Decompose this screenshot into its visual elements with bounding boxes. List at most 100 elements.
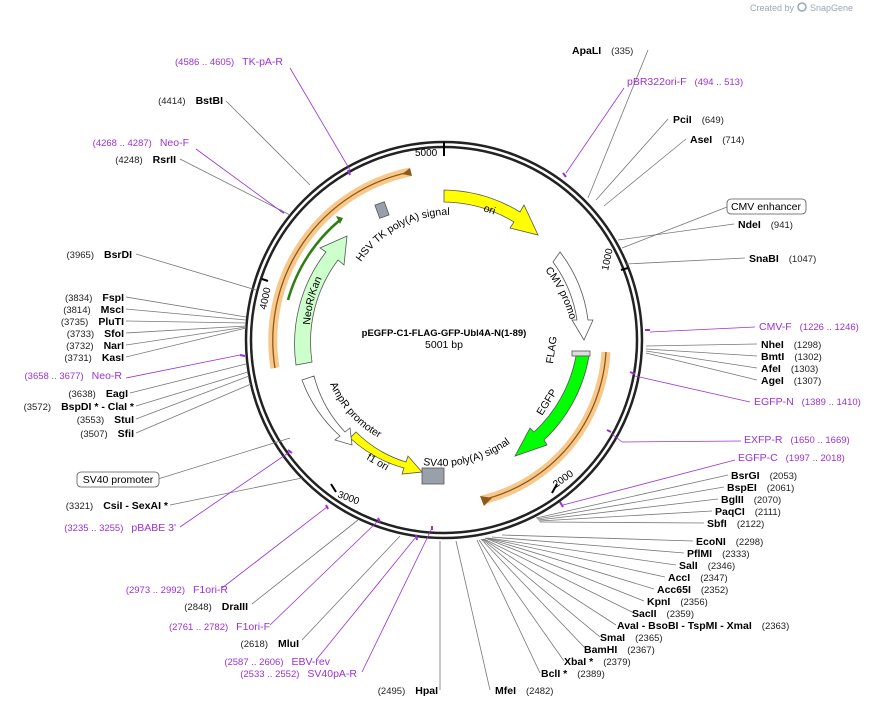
svg-text:PaqCI(2111): PaqCI(2111) <box>715 506 781 518</box>
snapgene-logo: SnapGene <box>797 2 853 13</box>
enzyme-name: SbfI <box>707 518 727 530</box>
svg-text:SacII(2359): SacII(2359) <box>632 608 694 620</box>
svg-text:BsrGI(2053): BsrGI(2053) <box>731 470 797 482</box>
svg-text:(2848)DraIII: (2848)DraIII <box>184 601 248 613</box>
enzyme-leaders <box>125 49 758 691</box>
enzyme-pos: (2111) <box>755 507 781 518</box>
primer-name: EGFP-C <box>738 452 778 464</box>
enzyme-labels-right: ApaLI(335) PciI(649) AseI(714) NdeI(941)… <box>495 45 822 697</box>
svg-text:(3733)SfoI: (3733)SfoI <box>67 328 124 340</box>
primer-name: Neo-F <box>160 137 189 149</box>
enzyme-pos: (3834) <box>65 293 92 304</box>
svg-text:EcoNI(2298): EcoNI(2298) <box>696 536 763 548</box>
enzyme-pos: (1303) <box>791 364 818 375</box>
enzyme-pos: (2352) <box>701 585 728 596</box>
svg-text:AvaI - BsoBI - TspMI - XmaI: AvaI - BsoBI - TspMI - XmaI(2363) <box>617 620 789 632</box>
enzyme-labels-left: (2495)HpaI (4414)BstBI (4248)RsrII (3965… <box>24 95 438 697</box>
credit-prefix: Created by <box>750 3 795 13</box>
enzyme-pos: (2367) <box>627 645 654 656</box>
sv40-promoter-label: SV40 promoter <box>83 474 154 486</box>
svg-text:(3834)FspI: (3834) FspI <box>65 292 124 304</box>
primer-pos: (4268 .. 4287) <box>93 138 152 149</box>
svg-text:(3731)KasI: (3731)KasI <box>64 352 124 364</box>
enzyme-pos: (3507) <box>80 429 107 440</box>
plasmid-length: 5001 bp <box>425 339 463 351</box>
svg-text:(3235 .. 3255)pBABE 3': (3235 .. 3255) pBABE 3' <box>64 522 176 534</box>
enzyme-name: ApaLI <box>572 45 601 57</box>
enzyme-pos: (3321) <box>66 501 93 512</box>
primer-name: EBV-rev <box>291 656 330 668</box>
enzyme-name: BclI * <box>541 668 568 680</box>
enzyme-pos: (1302) <box>794 352 821 363</box>
enzyme-name: AvaI - BsoBI - TspMI - XmaI <box>617 620 752 632</box>
enzyme-name: StuI <box>114 414 134 426</box>
primer-name: CMV-F <box>759 321 792 333</box>
svg-text:PflMI(2333): PflMI(2333) <box>687 548 750 560</box>
plasmid-name: pEGFP-C1-FLAG-GFP-Ubl4A-N(1-89) <box>362 328 527 339</box>
svg-text:(3553)StuI: (3553) StuI <box>77 414 134 426</box>
tick-2000: 2000 <box>551 468 576 490</box>
hsv-tk-polya-label: HSV TK poly(A) signal <box>354 206 450 264</box>
enzyme-pos: (3638) <box>68 389 95 400</box>
enzyme-pos: (3572) <box>24 402 51 413</box>
svg-text:(2495)HpaI: (2495)HpaI <box>378 685 438 697</box>
enzyme-pos: (2365) <box>635 633 662 644</box>
enzyme-pos: (3733) <box>67 329 94 340</box>
enzyme-name: HpaI <box>415 685 438 697</box>
enzyme-pos: (335) <box>611 46 633 57</box>
enzyme-pos: (2482) <box>526 686 553 697</box>
svg-text:(2587 .. 2606)EBV-rev: (2587 .. 2606) EBV-rev <box>224 656 330 668</box>
enzyme-pos: (941) <box>771 220 793 231</box>
sv40-polya-label: SV40 poly(A) signal <box>423 436 512 470</box>
enzyme-pos: (1298) <box>794 340 821 351</box>
svg-text:NdeI(941): NdeI(941) <box>738 219 793 231</box>
primer-pos: (2587 .. 2606) <box>224 657 283 668</box>
svg-text:SnaBI(1047): SnaBI(1047) <box>749 253 816 265</box>
svg-text:(2533 .. 2552)SV40pA-R: (2533 .. 2552)SV40pA-R <box>240 668 357 680</box>
tick-1000: 1000 <box>600 247 615 271</box>
f1-ori-feature <box>349 431 423 475</box>
enzyme-pos: (2122) <box>737 519 764 530</box>
primer-name: EXFP-R <box>744 434 783 446</box>
enzyme-name: AccI <box>668 572 690 584</box>
enzyme-pos: (4248) <box>115 155 142 166</box>
primer-name: Neo-R <box>92 370 123 382</box>
svg-text:Acc65I(2352): Acc65I(2352) <box>657 584 728 596</box>
enzyme-name: MfeI <box>495 685 516 697</box>
svg-text:SalI(2346): SalI(2346) <box>679 560 735 572</box>
enzyme-name: SmaI <box>600 632 625 644</box>
enzyme-pos: (2333) <box>722 549 749 560</box>
primer-pos: (3658 .. 3677) <box>25 371 84 382</box>
enzyme-pos: (2061) <box>767 483 794 494</box>
enzyme-name: EcoNI <box>696 536 726 548</box>
enzyme-name: BmtI <box>761 351 784 363</box>
enzyme-name: BspEI <box>727 482 757 494</box>
svg-text:BglII(2070): BglII(2070) <box>721 494 781 506</box>
enzyme-name: FspI <box>102 292 124 304</box>
primer-name: pBR322ori-F <box>627 76 687 88</box>
tick-4000: 4000 <box>258 286 273 310</box>
svg-text:(3735)PluTI: (3735)PluTI <box>61 316 124 328</box>
enzyme-pos: (4414) <box>158 96 185 107</box>
ori-feature <box>443 189 539 236</box>
tick-5000: 5000 <box>415 148 438 159</box>
credit-brand: SnapGene <box>810 3 853 13</box>
svg-text:XbaI *(2379): XbaI *(2379) <box>564 656 631 668</box>
primer-pos: (3235 .. 3255) <box>64 523 123 534</box>
enzyme-pos: (3553) <box>77 415 104 426</box>
svg-text:AgeI(1307): AgeI(1307) <box>761 375 821 387</box>
enzyme-name: RsrII <box>153 154 176 166</box>
svg-text:(4586 .. 4605)TK-pA-R: (4586 .. 4605)TK-pA-R <box>175 56 283 68</box>
sv40-polya-feature <box>421 467 445 485</box>
tick-3000: 3000 <box>336 489 361 507</box>
cmv-promoter-feature <box>552 251 594 341</box>
primer-name: pBABE 3' <box>131 522 176 534</box>
svg-text:(4414)BstBI: (4414)BstBI <box>158 95 223 107</box>
enzyme-name: AfeI <box>761 363 781 375</box>
primer-name: SV40pA-R <box>307 668 357 680</box>
enzyme-name: BsrGI <box>731 470 760 482</box>
svg-text:(4268 .. 4287)Neo-F: (4268 .. 4287) Neo-F <box>93 137 189 149</box>
ori-label: ori <box>482 202 497 217</box>
svg-text:(3572)BspDI * - ClaI *: (3572)BspDI * - ClaI * <box>24 401 135 413</box>
